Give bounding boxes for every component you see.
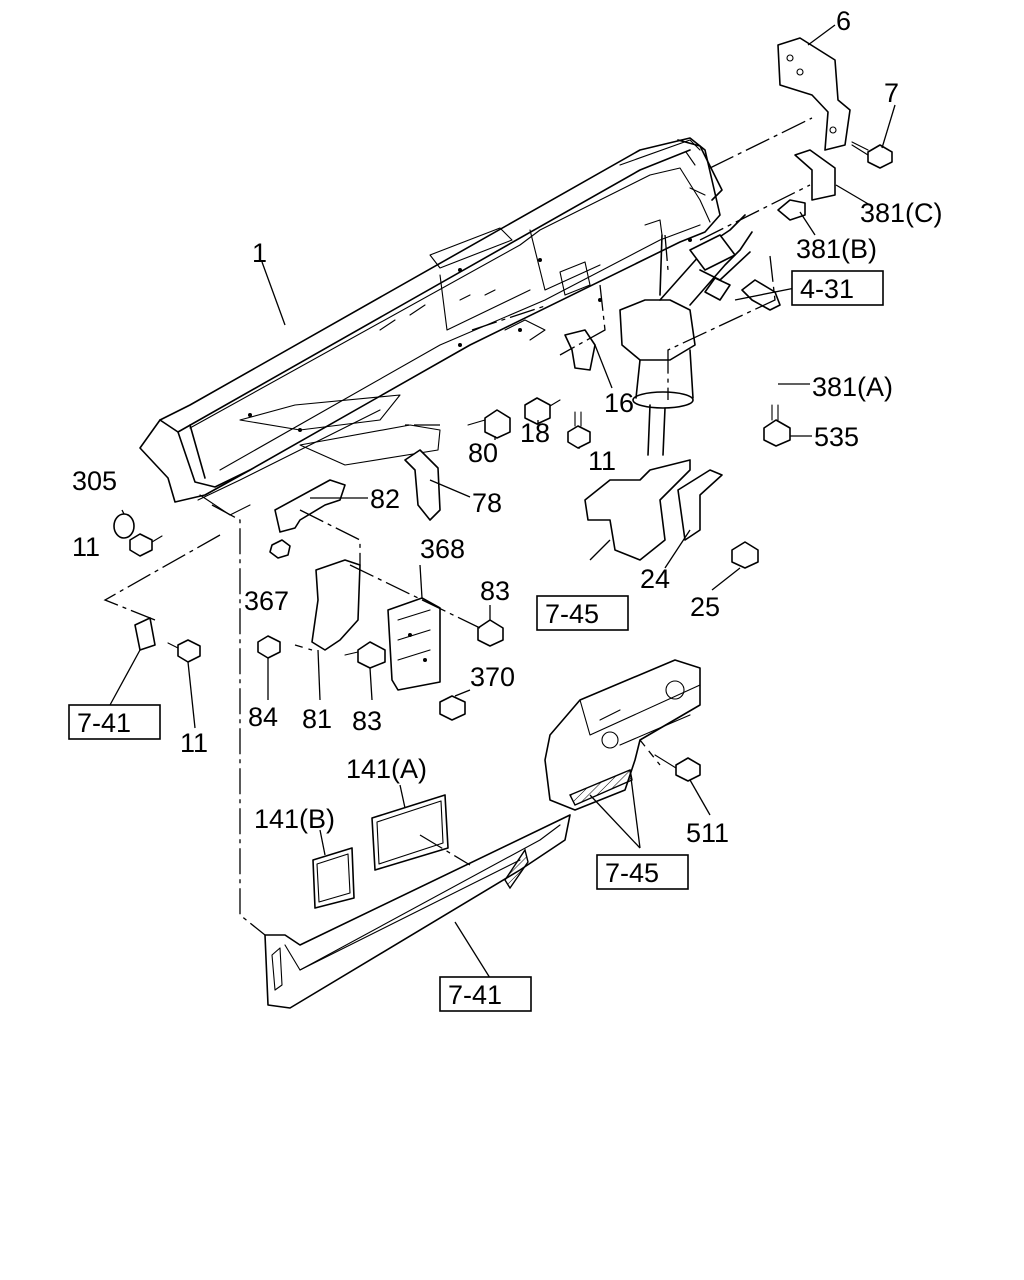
label-81: 81 [302,704,332,734]
label-82: 82 [370,484,400,514]
bolt-83-right [477,619,504,647]
ref-7-41-left: 7-41 [77,708,131,738]
bolt-511 [654,754,701,782]
bolt-18 [524,397,561,425]
label-381a: 381(A) [812,372,893,402]
label-83-bottom: 83 [352,706,382,736]
bracket-82 [274,479,346,533]
bolt-25 [731,541,759,569]
reference-boxes: 4-31 7-45 7-41 7-45 7-41 [68,270,884,1012]
nut-367 [269,539,291,559]
module-368 [387,597,441,691]
bracket-381c [794,149,836,201]
bolt-370 [439,695,466,721]
label-511: 511 [686,818,729,848]
bracket-78 [404,449,441,521]
steering-column [619,214,753,456]
label-381c: 381(C) [860,198,943,228]
label-84: 84 [248,702,278,732]
ref-7-45-upper: 7-45 [545,599,599,629]
cluster-housing-7-45 [544,659,701,811]
lower-panel-7-41 [264,814,571,1009]
label-6: 6 [836,6,851,36]
label-11-left: 11 [72,532,100,562]
bracket-81 [311,559,361,651]
center-lines [103,117,813,936]
label-25: 25 [690,592,720,622]
label-381b: 381(B) [796,234,877,264]
label-1: 1 [252,238,267,268]
label-18: 18 [520,418,550,448]
bracket-6 [777,37,851,151]
cap-305 [113,513,135,539]
label-83-right: 83 [480,576,510,606]
ref-7-41-bottom: 7-41 [448,980,502,1010]
bolt-11-bottom [167,639,201,663]
bolt-7 [851,141,893,169]
bracket-24 [677,469,723,541]
label-535: 535 [814,422,859,452]
plate-141b [312,847,355,909]
label-16: 16 [604,388,634,418]
nut-84 [257,635,281,659]
bolt-535 [763,404,791,447]
label-368: 368 [420,534,465,564]
label-7: 7 [884,78,899,108]
label-24: 24 [640,564,670,594]
bolt-11-left [129,533,163,557]
ref-7-45-lower: 7-45 [605,858,659,888]
label-367: 367 [244,586,289,616]
label-11-bottom: 11 [180,728,208,758]
label-141a: 141(A) [346,754,427,784]
part-labels: 6 7 381(C) 381(B) 1 381(A) 535 80 18 16 … [72,6,943,848]
instrument-panel [139,137,723,516]
label-80: 80 [468,438,498,468]
bolt-80 [467,409,511,439]
label-305: 305 [72,466,117,496]
label-78: 78 [472,488,502,518]
label-141b: 141(B) [254,804,335,834]
bracket-7-45-upper [584,459,691,561]
bracket-7-41-small [134,617,156,651]
bolt-11-mid [567,411,591,449]
bolt-83-lower [344,641,386,669]
clip-381b [777,199,806,221]
leader-lines [109,24,896,979]
ref-4-31: 4-31 [800,274,854,304]
label-11-mid: 11 [588,446,616,476]
plate-141a [371,794,449,871]
label-370: 370 [470,662,515,692]
